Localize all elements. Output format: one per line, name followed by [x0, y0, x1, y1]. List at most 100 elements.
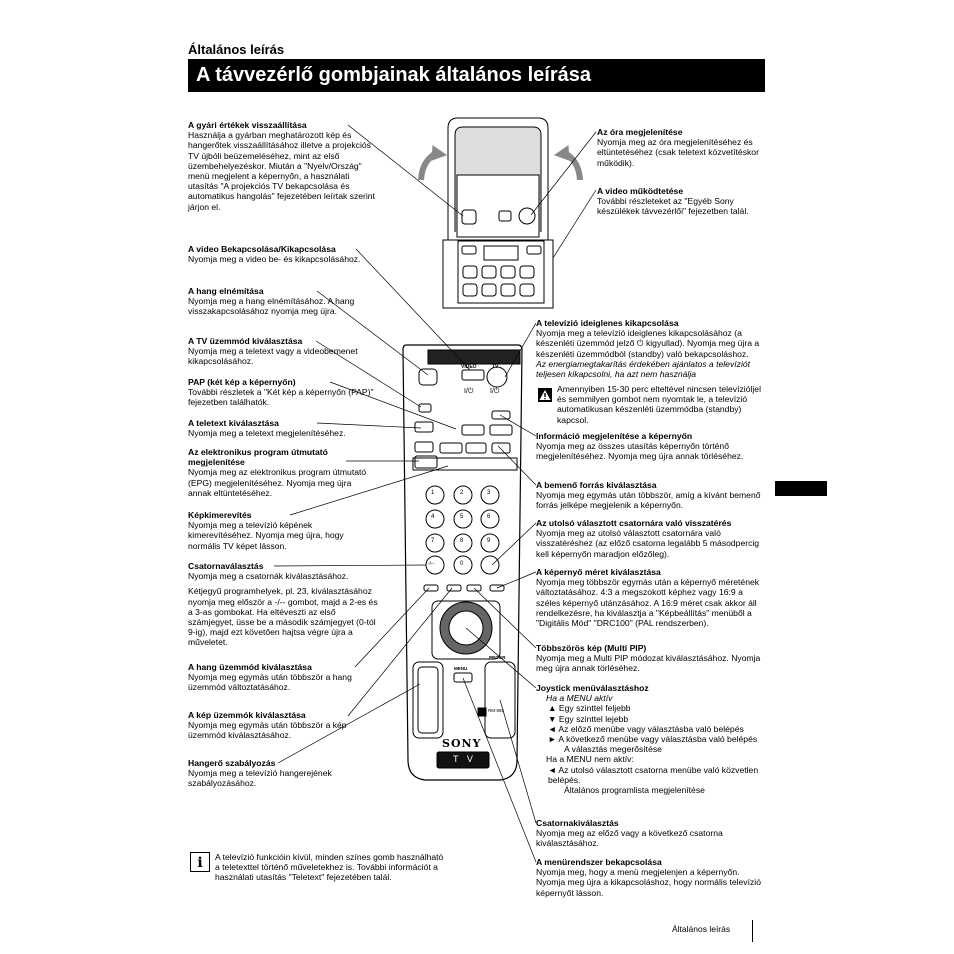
block-body: Nyomja meg egymás után többször, amíg a …	[536, 490, 761, 511]
info-note: A televízió funkcióin kívül, minden szín…	[215, 852, 444, 883]
multi-pip-block: Többszörös kép (Multi PIP) Nyomja meg a …	[536, 643, 768, 674]
screen-size-block: A képernyő méret kiválasztása Nyomja meg…	[536, 567, 768, 628]
menu-on-block: A menürendszer bekapcsolása Nyomja meg, …	[536, 857, 768, 898]
joystick-item: ◄ Az előző menübe vagy választásba való …	[548, 723, 744, 734]
joystick-item: A választás megerősítése	[564, 744, 662, 755]
block-title: A teletext kiválasztása	[188, 418, 279, 428]
block-body: Nyomja meg az előző vagy a következő csa…	[536, 828, 723, 849]
block-body-2: Kétjegyű programhelyek, pl. 23, kiválasz…	[188, 586, 378, 648]
picture-mode-block: A kép üzemmók kiválasztása Nyomja meg eg…	[188, 710, 378, 741]
warning-icon	[538, 388, 552, 402]
block-body: Nyomja meg az óra megjelenítéséhez és el…	[597, 137, 759, 168]
remote-tv-power-label: I/⏻	[490, 388, 500, 395]
block-title: A hang elnémítása	[188, 286, 264, 296]
block-body: További részletek a "Két kép a képernyőn…	[188, 387, 374, 408]
block-body: Nyomja meg a televízió képének kimerevít…	[188, 520, 344, 551]
block-body: Nyomja meg egymás után többször a hang ü…	[188, 672, 352, 693]
footer-divider	[752, 920, 753, 942]
joystick-item: ► A következő menübe vagy választásba va…	[548, 734, 758, 745]
digit-4: 4	[431, 514, 435, 520]
tv-mode-block: A TV üzemmód kiválasztása Nyomja meg a t…	[188, 336, 378, 367]
block-body: További részleteket az "Egyéb Sony készü…	[597, 196, 749, 217]
volume-block: Hangerő szabályozás Nyomja meg a televíz…	[188, 758, 378, 789]
block-title: Az utolsó választott csatornára való vis…	[536, 518, 732, 528]
block-title: Az elektronikus program útmutató megjele…	[188, 447, 328, 468]
remote-brand-logo: SONY	[442, 737, 482, 750]
digit-dash: -/--	[428, 561, 435, 567]
block-body: Nyomja meg a csatornák kiválasztásához.	[188, 571, 349, 582]
pap-block: PAP (két kép a képernyőn) További részle…	[188, 377, 378, 408]
joystick-item: ◄ Az utolsó választott csatorna menübe v…	[548, 764, 759, 785]
block-body: Nyomja meg a televízió ideiglenes kikapc…	[536, 328, 760, 359]
channel-select-block: Csatornaválasztás Nyomja meg a csatornák…	[188, 561, 378, 648]
video-power-block: A video Bekapcsolása/Kikapcsolása Nyomja…	[188, 244, 378, 264]
digit-3: 3	[487, 490, 491, 496]
block-title: A kép üzemmók kiválasztása	[188, 710, 306, 720]
block-body: Nyomja meg a video be- és kikapcsolásáho…	[188, 254, 361, 265]
info-display-block: Információ megjelenítése a képernyőn Nyo…	[536, 431, 768, 462]
block-body: Használja a gyárban meghatározott kép és…	[188, 130, 375, 212]
remote-video-power-label: I/⏻	[464, 388, 474, 395]
joystick-item: ▲ Egy szinttel feljebb	[548, 703, 631, 714]
joystick-active: Ha a MENU aktív	[546, 693, 613, 704]
block-body: Nyomja meg, hogy a menü megjelenjen a ké…	[536, 867, 761, 898]
remote-model-label: RM-892	[488, 708, 505, 713]
block-title: A bemenő forrás kiválasztása	[536, 480, 657, 490]
digit-5: 5	[460, 514, 464, 520]
clock-block: Az óra megjelenítése Nyomja meg az óra m…	[597, 127, 769, 168]
page-banner: A távvezérlő gombjainak általános leírás…	[188, 59, 765, 92]
block-title: Csatornaválasztás	[188, 561, 264, 571]
block-title: Információ megjelenítése a képernyőn	[536, 431, 693, 441]
block-body: Nyomja meg a hang elnémításához. A hang …	[188, 296, 355, 317]
remote-progr-label: PROGR	[489, 655, 506, 660]
block-title: Joystick menüválasztáshoz	[536, 683, 649, 693]
remote-tv-label: TV	[492, 364, 499, 370]
block-title: A video Bekapcsolása/Kikapcsolása	[188, 244, 336, 254]
last-channel-block: Az utolsó választott csatornára való vis…	[536, 518, 768, 559]
remote-top-view	[418, 117, 583, 309]
standby-block: A televízió ideiglenes kikapcsolása Nyom…	[536, 318, 768, 379]
input-source-block: A bemenő forrás kiválasztása Nyomja meg …	[536, 480, 768, 511]
block-body: Nyomja meg az utolsó választott csatorná…	[536, 528, 760, 559]
teletext-block: A teletext kiválasztása Nyomja meg a tel…	[188, 418, 378, 438]
block-title: A hang üzemmód kiválasztása	[188, 662, 312, 672]
block-title: Többszörös kép (Multi PIP)	[536, 643, 647, 653]
section-tab-marker	[775, 481, 827, 496]
block-body: Nyomja meg a teletext megjelenítéséhez.	[188, 428, 346, 439]
block-title: PAP (két kép a képernyőn)	[188, 377, 296, 387]
block-body: Nyomja meg a teletext vagy a videobemene…	[188, 346, 358, 367]
block-body: Nyomja meg többször egymás után a képern…	[536, 577, 760, 629]
remote-tv-badge: T V	[453, 754, 476, 764]
block-body: Nyomja meg a Multi PIP módozat kiválaszt…	[536, 653, 761, 674]
block-italic: Az energiamegtakarítás érdekében ajánlat…	[536, 358, 751, 380]
digit-0: 0	[460, 561, 464, 567]
joystick-item: Általános programlista megjelenítése	[564, 785, 705, 796]
block-title: A gyári értékek visszaállítása	[188, 120, 307, 130]
info-icon: i	[190, 852, 210, 872]
block-title: A TV üzemmód kiválasztása	[188, 336, 303, 346]
factory-reset-block: A gyári értékek visszaállítása Használja…	[188, 120, 378, 212]
block-body: Nyomja meg egymás után többször a kép üz…	[188, 720, 347, 741]
sound-mode-block: A hang üzemmód kiválasztása Nyomja meg e…	[188, 662, 378, 693]
block-title: A video működtetése	[597, 186, 684, 196]
video-operate-block: A video működtetése További részleteket …	[597, 186, 769, 217]
remote-video-label: VIDEO	[461, 364, 477, 370]
digit-1: 1	[431, 490, 435, 496]
joystick-item: ▼ Egy szinttel lejebb	[548, 713, 629, 724]
block-body: Nyomja meg az összes utasítás képernyőn …	[536, 441, 744, 462]
freeze-block: Képkimerevítés Nyomja meg a televízió ké…	[188, 510, 378, 551]
block-body: Nyomja meg a televízió hangerejének szab…	[188, 768, 332, 789]
block-title: Az óra megjelenítése	[597, 127, 683, 137]
digit-7: 7	[431, 538, 435, 544]
block-title: Csatornakiválasztás	[536, 818, 619, 828]
epg-block: Az elektronikus program útmutató megjele…	[188, 447, 368, 498]
footer-label: Általános leírás	[672, 924, 731, 934]
digit-2: 2	[460, 490, 464, 496]
digit-8: 8	[460, 538, 464, 544]
joystick-block: Joystick menüválasztáshoz Ha a MENU aktí…	[536, 683, 768, 795]
warning-text: Amennyiben 15-30 perc elteltével nincsen…	[557, 384, 761, 425]
digit-9: 9	[487, 538, 491, 544]
mute-block: A hang elnémítása Nyomja meg a hang elné…	[188, 286, 378, 317]
joystick-inactive: Ha a MENU nem aktív:	[546, 754, 634, 765]
